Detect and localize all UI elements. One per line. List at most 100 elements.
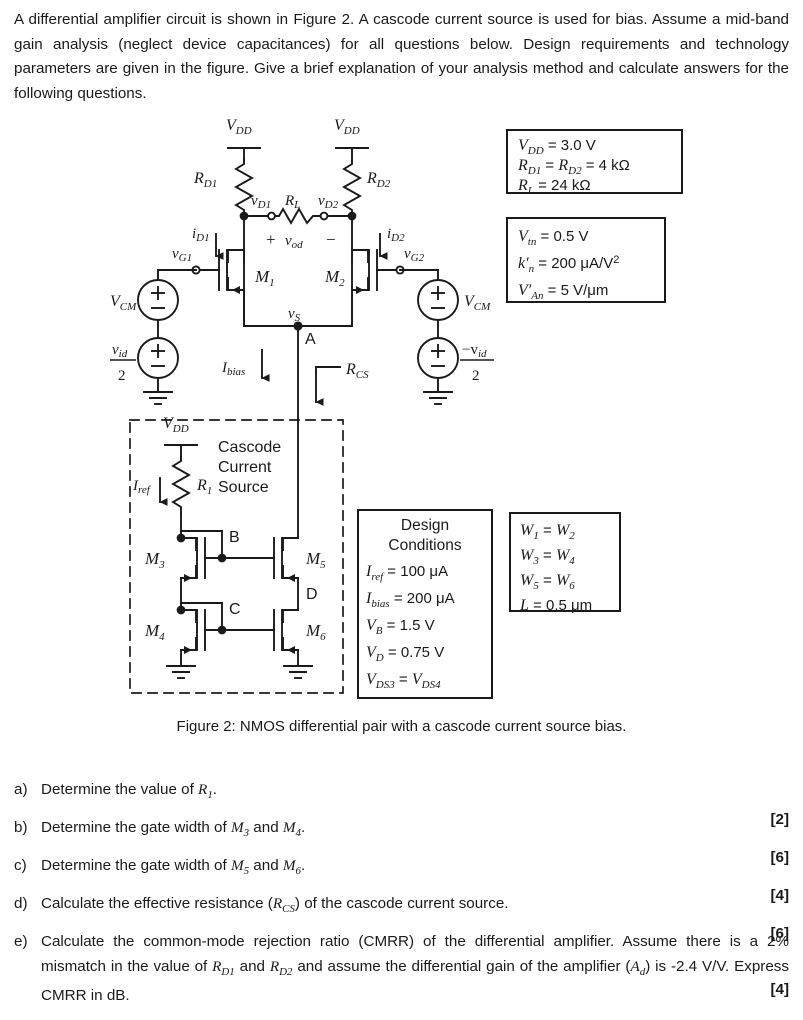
svg-text:Cascode: Cascode xyxy=(218,439,281,456)
label-vod-minus: − xyxy=(326,230,336,249)
svg-text:W5 = W6: W5 = W6 xyxy=(520,572,575,592)
supply-box-text: VDD = 3.0 V RD1 = RD2 = 4 kΩ RL = 24 kΩ xyxy=(517,137,630,197)
transistor-m5 xyxy=(239,419,299,582)
label-id2: iD2 xyxy=(387,226,405,244)
label-node-c: C xyxy=(229,601,241,618)
question-c: c) Determine the gate width of M5 and M6… xyxy=(14,854,789,904)
label-vcm-right: VCM xyxy=(464,293,491,313)
node-dot-vd2 xyxy=(347,211,357,221)
label-rd1: RD1 xyxy=(193,170,217,190)
question-b-label: b) xyxy=(14,819,28,836)
resistor-rd1 xyxy=(234,159,254,217)
svg-text:Current: Current xyxy=(218,459,272,476)
label-ibias: Ibias xyxy=(221,360,245,378)
label-vg1: vG1 xyxy=(172,246,192,264)
source-vcm-right xyxy=(399,269,459,339)
svg-text:Iref = 100 μA: Iref = 100 μA xyxy=(365,563,448,583)
tech-box-frame xyxy=(506,217,666,303)
svg-text:Source: Source xyxy=(218,479,269,496)
question-e-marks: [4] xyxy=(770,981,789,998)
label-vdd-left: VDD xyxy=(226,117,252,137)
resistor-rd2 xyxy=(342,159,362,217)
svg-text:k′n = 200 μA/V2: k′n = 200 μA/V2 xyxy=(518,254,619,275)
question-c-marks: [4] xyxy=(770,886,789,904)
vdd-right-rail xyxy=(335,147,369,161)
question-c-label: c) xyxy=(14,857,27,874)
source-vcm-left xyxy=(137,269,197,339)
question-e: e) Calculate the common-mode rejection r… xyxy=(14,930,789,1009)
question-b-marks: [6] xyxy=(770,848,789,866)
vdd-cascode-rail xyxy=(164,444,198,458)
question-a-text: Determine the value of R1. xyxy=(41,781,218,802)
leader-rcs xyxy=(315,366,341,373)
label-m3: M3 xyxy=(144,549,165,571)
label-vdd-cascode: VDD xyxy=(163,415,189,435)
svg-text:−vid: −vid xyxy=(462,342,487,360)
cascode-title: Cascode Current Source xyxy=(218,439,281,496)
transistor-m2 xyxy=(351,249,401,327)
svg-text:L = 0.5 μm: L = 0.5 μm xyxy=(519,597,592,614)
transistor-m4 xyxy=(176,577,241,667)
label-rcs: RCS xyxy=(345,361,369,381)
node-dot-vd1 xyxy=(239,211,249,221)
ground-m4 xyxy=(166,665,196,679)
label-iref: Iref xyxy=(132,478,152,496)
label-r1: R1 xyxy=(196,477,212,497)
design-box-text: Design Conditions Iref = 100 μA Ibias = … xyxy=(365,517,462,691)
transistor-m6 xyxy=(239,577,299,667)
question-b: b) Determine the gate width of M3 and M4… xyxy=(14,816,789,866)
question-e-label: e) xyxy=(14,933,28,950)
width-box-frame xyxy=(509,512,621,612)
svg-text:VB = 1.5 V: VB = 1.5 V xyxy=(366,617,435,637)
svg-text:2: 2 xyxy=(472,368,480,384)
svg-text:V′An = 5 V/μm: V′An = 5 V/μm xyxy=(518,282,608,302)
intro-paragraph: A differential amplifier circuit is show… xyxy=(14,11,789,102)
svg-text:W1 = W2: W1 = W2 xyxy=(520,522,575,542)
transistor-m1 xyxy=(195,249,245,327)
transistor-m3 xyxy=(176,530,241,582)
label-vg2: vG2 xyxy=(404,246,425,264)
label-m2: M2 xyxy=(324,267,345,289)
label-node-a: A xyxy=(305,331,316,348)
svg-text:VDS3 = VDS4: VDS3 = VDS4 xyxy=(366,671,441,691)
width-box-text: W1 = W2 W3 = W4 W5 = W6 L = 0.5 μm xyxy=(519,522,592,614)
svg-text:Ibias = 200 μA: Ibias = 200 μA xyxy=(365,590,455,610)
label-m6: M6 xyxy=(305,621,326,643)
label-id1: iD1 xyxy=(192,226,210,244)
label-vcm-left: VCM xyxy=(110,293,137,313)
question-d-text: Calculate the effective resistance (RCS)… xyxy=(41,895,509,916)
question-e-text: Calculate the common-mode rejection rati… xyxy=(41,933,789,1005)
label-m1: M1 xyxy=(254,267,275,289)
resistor-rl xyxy=(246,207,350,225)
label-node-d: D xyxy=(306,586,318,603)
tech-box-text: Vtn = 0.5 V k′n = 200 μA/V2 V′An = 5 V/μ… xyxy=(518,228,619,302)
question-d-marks: [6] xyxy=(770,924,789,942)
source-vid-left xyxy=(137,337,179,393)
svg-text:2: 2 xyxy=(118,368,126,384)
question-a: a) Determine the value of R1. [2] xyxy=(14,778,789,828)
label-vs: vS xyxy=(288,306,301,324)
ground-right xyxy=(423,391,453,405)
svg-text:RL = 24 kΩ: RL = 24 kΩ xyxy=(517,177,591,197)
circuit-figure: VDD VDD RD1 RD2 vD1 RL vD2 + vod − iD1 i… xyxy=(110,117,683,699)
svg-text:RD1 = RD2 = 4 kΩ: RD1 = RD2 = 4 kΩ xyxy=(517,157,630,177)
cascode-dashed-boundary xyxy=(129,419,344,694)
svg-text:vid: vid xyxy=(112,342,128,360)
question-d: d) Calculate the effective resistance (R… xyxy=(14,892,789,942)
label-vd2: vD2 xyxy=(318,193,339,211)
label-vd1: vD1 xyxy=(251,193,271,211)
label-vdd-right: VDD xyxy=(334,117,360,137)
label-m5: M5 xyxy=(305,549,326,571)
svg-text:Vtn = 0.5 V: Vtn = 0.5 V xyxy=(518,228,588,248)
source-vid-right xyxy=(417,337,459,393)
label-vod-plus: + xyxy=(266,230,276,249)
ground-left xyxy=(143,391,173,405)
question-a-label: a) xyxy=(14,781,28,798)
figure-caption: Figure 2: NMOS differential pair with a … xyxy=(176,718,627,735)
svg-text:VD = 0.75 V: VD = 0.75 V xyxy=(366,644,444,664)
question-b-text: Determine the gate width of M3 and M4. xyxy=(41,819,306,840)
label-m4: M4 xyxy=(144,621,165,643)
svg-text:VDD = 3.0 V: VDD = 3.0 V xyxy=(518,137,596,157)
svg-text:Design: Design xyxy=(401,517,449,534)
